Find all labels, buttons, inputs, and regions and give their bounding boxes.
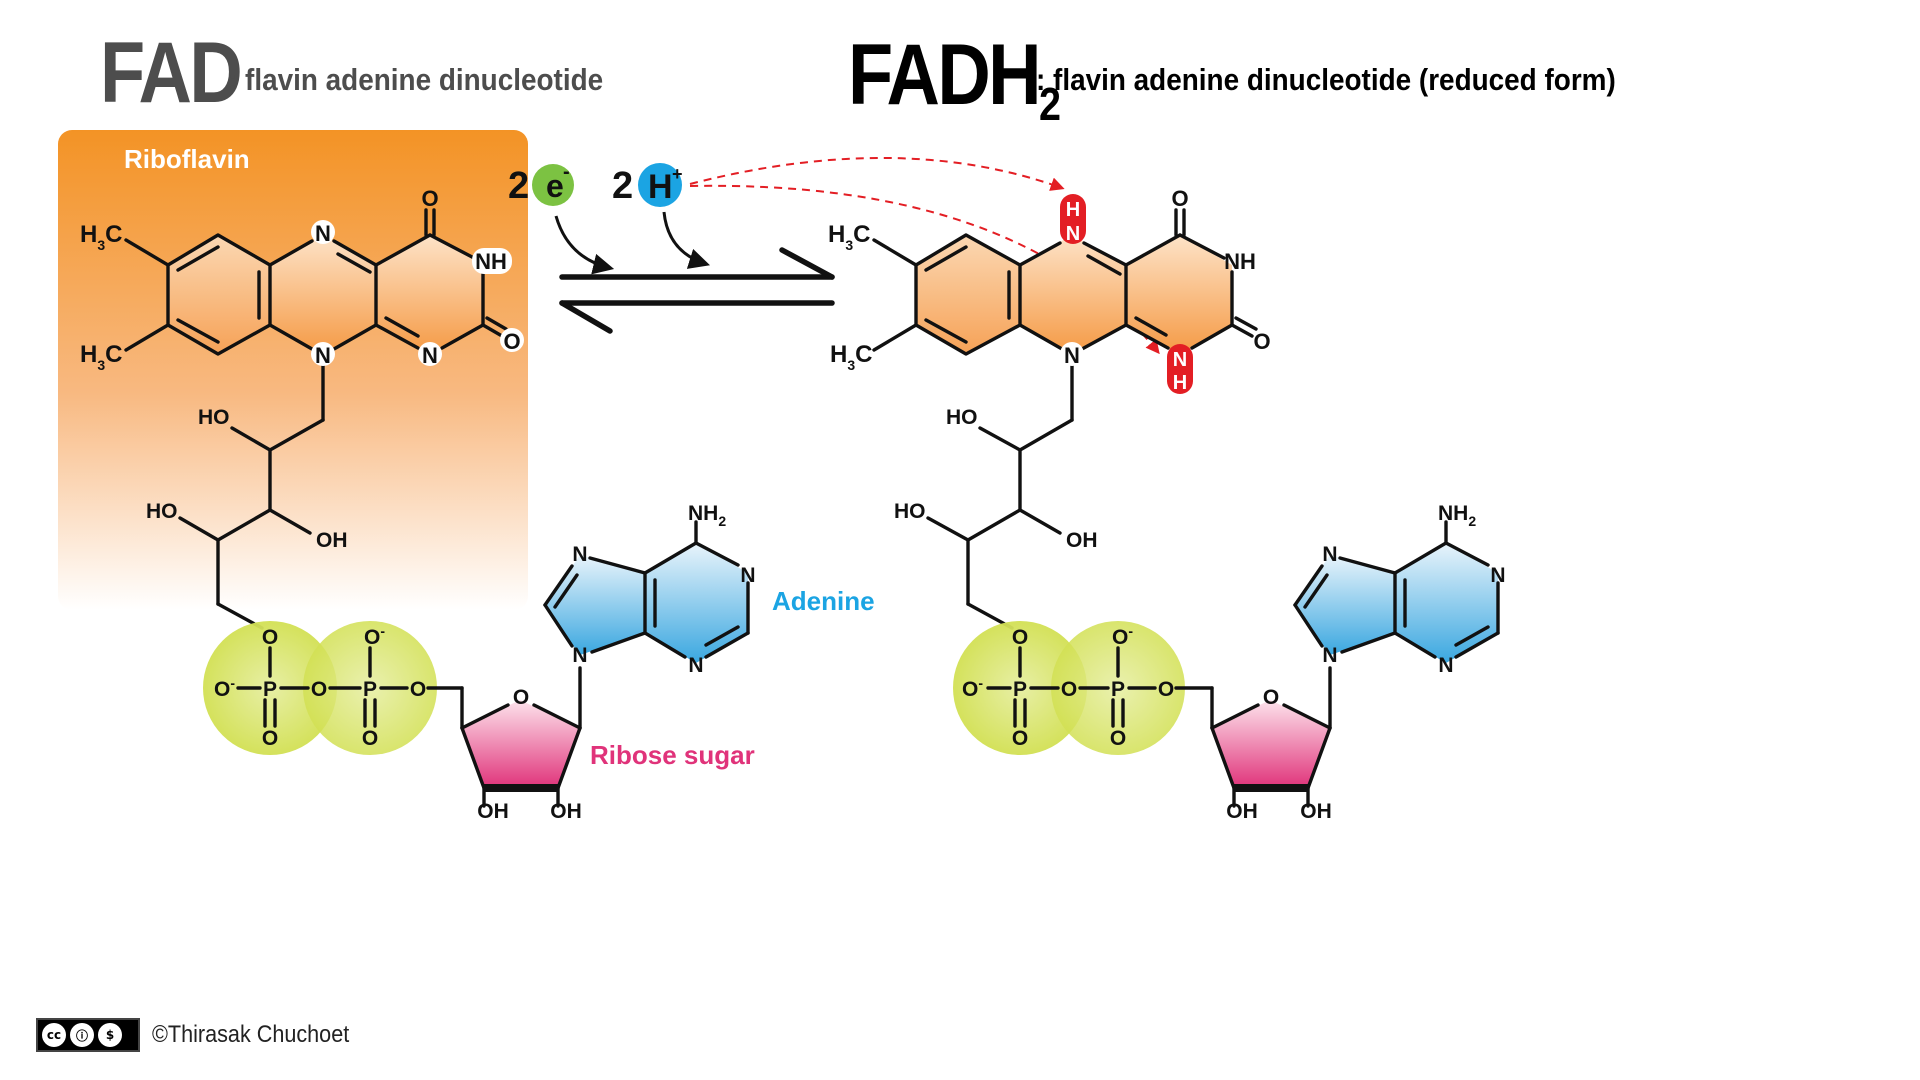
svg-text:O-: O- <box>1112 623 1133 649</box>
svg-text:N: N <box>1322 644 1337 667</box>
svg-text:P: P <box>1111 678 1125 701</box>
fad-benzene-ring <box>168 235 270 354</box>
svg-text:O: O <box>1171 186 1188 211</box>
svg-text:O: O <box>1012 727 1028 750</box>
fad-phosphate-1 <box>203 621 337 755</box>
fad-adenine-imidazole <box>545 555 645 655</box>
fad-adenine-pyrimidine <box>645 543 748 663</box>
fad-ribose-sugar <box>462 700 580 788</box>
proton-icon <box>638 163 682 207</box>
svg-text:O: O <box>262 626 278 649</box>
svg-text:OH: OH <box>550 800 582 823</box>
electron-count: 2 <box>508 165 529 207</box>
fad-molecule: N N N NH O O H3C H3C HO HO OH <box>80 186 875 823</box>
riboflavin-label: Riboflavin <box>124 144 250 174</box>
svg-text:NH: NH <box>1224 249 1256 274</box>
adenine-label: Adenine <box>772 586 875 616</box>
svg-text:H3C: H3C <box>80 221 122 253</box>
svg-text:N: N <box>315 221 331 246</box>
svg-text:O-: O- <box>214 675 235 701</box>
svg-text:N: N <box>572 543 587 566</box>
svg-text:O: O <box>311 678 327 701</box>
added-hydrogen-n5 <box>1060 194 1086 244</box>
svg-text:OH: OH <box>316 529 348 552</box>
svg-text:e: e <box>546 168 564 204</box>
by-icon: ⓘ <box>70 1023 94 1047</box>
svg-text:HO: HO <box>894 500 926 523</box>
svg-text:N: N <box>688 654 703 677</box>
svg-text:O: O <box>1158 678 1174 701</box>
svg-text:OH: OH <box>477 800 509 823</box>
fad-phosphate-2 <box>303 621 437 755</box>
svg-text:N: N <box>422 343 438 368</box>
added-hydrogen-n1 <box>1167 344 1193 394</box>
svg-text:O: O <box>1110 727 1126 750</box>
svg-text:N: N <box>1066 223 1080 245</box>
fad-pyrimidine-ring <box>376 235 483 354</box>
svg-text:N: N <box>1173 349 1187 371</box>
svg-text:NH2: NH2 <box>1438 502 1476 529</box>
svg-text:N: N <box>740 564 755 587</box>
svg-text:O: O <box>513 686 529 709</box>
riboflavin-highlight <box>58 130 528 610</box>
nc-icon: $ <box>98 1023 122 1047</box>
svg-text:P: P <box>1013 678 1027 701</box>
svg-text:P: P <box>263 678 277 701</box>
svg-text:O: O <box>262 727 278 750</box>
svg-text:O-: O- <box>364 623 385 649</box>
svg-text:N: N <box>1438 654 1453 677</box>
svg-text:N: N <box>1064 343 1080 368</box>
credit: cc ⓘ $ ©Thirasak Chuchoet <box>36 1018 371 1052</box>
cc-license-badge[interactable]: cc ⓘ $ <box>36 1018 140 1052</box>
svg-text:O-: O- <box>962 675 983 701</box>
fad-subtitle: : flavin adenine dinucleotide <box>228 62 604 97</box>
svg-text:O: O <box>362 727 378 750</box>
svg-text:N: N <box>315 343 331 368</box>
ribose-sugar-label: Ribose sugar <box>590 740 755 770</box>
svg-text:O: O <box>1253 329 1270 354</box>
credit-text: ©Thirasak Chuchoet <box>152 1021 350 1048</box>
svg-text:N: N <box>1490 564 1505 587</box>
svg-text:H3C: H3C <box>828 221 870 253</box>
svg-text:O: O <box>410 678 426 701</box>
svg-text:H3C: H3C <box>830 341 872 373</box>
fadh2-molecule: H N N H N NH O O H3C H3C HO HO OH <box>828 186 1506 823</box>
proton-transfer-arrow-1 <box>689 157 1065 191</box>
fadh2-subtitle: : flavin adenine dinucleotide (reduced f… <box>1036 62 1616 97</box>
svg-text:O: O <box>503 329 520 354</box>
svg-text:OH: OH <box>1226 800 1258 823</box>
svg-text:O: O <box>421 186 438 211</box>
svg-text:N: N <box>1322 543 1337 566</box>
svg-text:O: O <box>1263 686 1279 709</box>
fad-pyrazine-ring <box>270 235 376 354</box>
proton-count: 2 <box>612 165 633 207</box>
svg-text:HO: HO <box>146 500 178 523</box>
svg-text:N: N <box>572 644 587 667</box>
svg-text:H3C: H3C <box>80 341 122 373</box>
svg-text:NH2: NH2 <box>688 502 726 529</box>
electron-icon <box>532 164 574 206</box>
svg-text:H: H <box>648 168 673 206</box>
svg-text:OH: OH <box>1300 800 1332 823</box>
svg-text:O: O <box>1012 626 1028 649</box>
cc-icon: cc <box>42 1023 66 1047</box>
fad-title: FAD <box>100 25 243 121</box>
svg-text:HO: HO <box>946 406 978 429</box>
svg-text:HO: HO <box>198 406 230 429</box>
svg-text:+: + <box>672 164 683 184</box>
svg-text:-: - <box>563 161 570 183</box>
fadh2-title: FADH2 <box>848 27 1061 130</box>
svg-text:O: O <box>1061 678 1077 701</box>
svg-text:NH: NH <box>475 249 507 274</box>
svg-text:H: H <box>1173 372 1187 394</box>
reaction-equilibrium: 2 e - 2 H + <box>508 157 1160 355</box>
svg-text:OH: OH <box>1066 529 1098 552</box>
svg-text:P: P <box>363 678 377 701</box>
svg-text:H: H <box>1066 199 1080 221</box>
